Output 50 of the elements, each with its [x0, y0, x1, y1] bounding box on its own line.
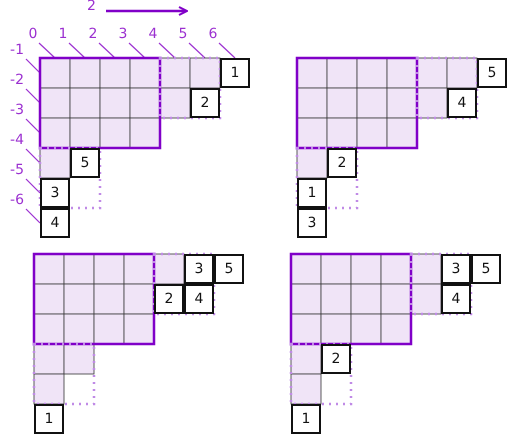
grid-drawing — [297, 58, 477, 208]
leader-line — [26, 88, 40, 104]
axis-number: -2 — [9, 73, 25, 87]
axis-number: 3 — [118, 27, 128, 41]
numbered-cell: 3 — [441, 254, 471, 284]
axis-number: -4 — [9, 133, 25, 147]
numbered-cell: 1 — [34, 404, 64, 434]
axis-number: 6 — [208, 27, 218, 41]
grid-drawing — [40, 58, 220, 208]
numbered-cell: 2 — [154, 284, 184, 314]
axis-number: 2 — [88, 27, 98, 41]
axis-number: 5 — [178, 27, 188, 41]
numbered-cell: 5 — [471, 254, 501, 284]
numbered-cell: 4 — [184, 284, 214, 314]
leader-line — [26, 208, 40, 224]
leader-line — [158, 42, 176, 58]
axis-number: -1 — [9, 43, 25, 57]
grid-drawing — [34, 254, 214, 404]
axis-number: 0 — [28, 27, 38, 41]
axis-number: 4 — [148, 27, 158, 41]
axis-number: 1 — [58, 27, 68, 41]
numbered-cell: 1 — [291, 404, 321, 434]
numbered-cell: 4 — [40, 208, 70, 238]
leader-line — [188, 42, 206, 58]
axis-number: -6 — [9, 193, 25, 207]
leader-line — [26, 118, 40, 134]
numbered-cell: 3 — [184, 254, 214, 284]
leader-line — [98, 42, 116, 58]
numbered-cell: 3 — [297, 208, 327, 238]
numbered-cell: 5 — [477, 58, 507, 88]
numbered-cell: 5 — [214, 254, 244, 284]
numbered-cell: 1 — [220, 58, 250, 88]
leader-line — [26, 148, 40, 164]
leader-line — [38, 42, 56, 58]
numbered-cell: 4 — [447, 88, 477, 118]
axis-number: -3 — [9, 103, 25, 117]
numbered-cell: 3 — [40, 178, 70, 208]
leader-line — [68, 42, 86, 58]
grid-drawing — [291, 254, 471, 404]
numbered-cell: 1 — [297, 178, 327, 208]
numbered-cell: 5 — [70, 148, 100, 178]
axis-number: -5 — [9, 163, 25, 177]
leader-line — [218, 42, 236, 58]
numbered-cell: 2 — [327, 148, 357, 178]
leader-line — [26, 58, 40, 74]
numbered-cell: 2 — [321, 344, 351, 374]
numbered-cell: 2 — [190, 88, 220, 118]
leader-line — [26, 178, 40, 194]
leader-line — [128, 42, 146, 58]
numbered-cell: 4 — [441, 284, 471, 314]
